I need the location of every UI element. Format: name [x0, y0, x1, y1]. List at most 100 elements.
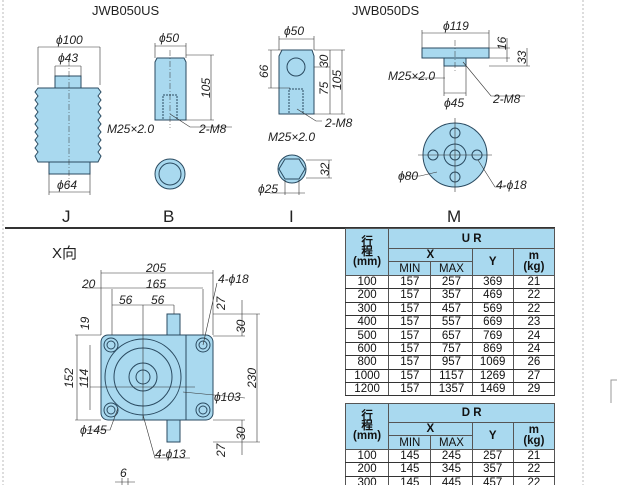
table-cell: 157 [388, 301, 432, 316]
b-length: 105 [199, 78, 213, 98]
part-i-label: I [289, 207, 294, 226]
table-cell: 1069 [471, 355, 514, 370]
max-header: MAX [430, 435, 473, 450]
table-cell: 24 [512, 341, 556, 357]
m-thread: M25×2.0 [388, 69, 435, 83]
part-b-label: B [163, 207, 174, 226]
table-cell: 27 [512, 368, 556, 383]
dim-114: 114 [77, 369, 91, 388]
table-cell: 24 [512, 328, 556, 343]
table-cell: 245 [430, 448, 473, 464]
m-diameter: ϕ119 [443, 19, 469, 33]
m-thickness-33: 33 [515, 50, 529, 64]
table-cell: 145 [388, 475, 432, 485]
table-cell: 21 [512, 448, 556, 464]
table-title: U R [388, 228, 555, 249]
table-cell: 22 [512, 462, 556, 477]
dim-30-top: 30 [234, 319, 248, 333]
stroke-header-line: 程 [361, 420, 373, 433]
model-us-title: JWB050US [92, 3, 160, 18]
table-cell: 257 [471, 448, 514, 464]
table-cell: 23 [512, 314, 556, 330]
part-b-drawing [154, 43, 232, 190]
mass-unit: (kg) [523, 434, 545, 447]
table-cell: 469 [471, 288, 514, 303]
table-cell: 1000 [344, 368, 390, 383]
table-cell: 22 [512, 288, 556, 303]
stroke-header: 行程(mm) [344, 228, 390, 276]
x-view-title: X向 [52, 245, 77, 262]
table-cell: 569 [471, 301, 514, 316]
table-cell: 157 [388, 381, 432, 397]
table-cell: 200 [344, 462, 390, 477]
table-title: D R [388, 403, 555, 423]
m-boss-diameter: ϕ45 [444, 96, 464, 110]
j-inner-diameter: ϕ43 [58, 51, 78, 65]
mass-symbol: m [528, 423, 539, 436]
dim-30-bottom: 30 [234, 426, 248, 440]
i-thread: M25×2.0 [268, 130, 315, 144]
table-cell: 200 [344, 288, 390, 303]
stroke-header-line: 程 [361, 245, 373, 258]
table-cell: 1200 [344, 381, 390, 397]
mass-symbol: m [528, 249, 539, 262]
table-cell: 357 [471, 462, 514, 477]
table-cell: 100 [344, 448, 390, 464]
table-cell: 657 [430, 328, 473, 343]
max-header: MAX [430, 261, 473, 276]
table-cell: 769 [471, 328, 514, 343]
top-holes: 4-ϕ18 [218, 272, 249, 286]
dim-27-bottom: 27 [214, 442, 228, 458]
table-cell: 257 [430, 274, 473, 290]
table-cell: 1469 [471, 381, 514, 397]
table-cell: 157 [388, 274, 432, 290]
model-ds-title: JWB050DS [352, 3, 420, 18]
dim-103: ϕ103 [214, 390, 241, 404]
dim-205: 205 [145, 261, 166, 275]
y-header: Y [471, 422, 514, 450]
table-cell: 300 [344, 301, 390, 316]
stroke-header-unit: (mm) [353, 255, 382, 268]
table-cell: 457 [430, 301, 473, 316]
dim-145: ϕ145 [80, 423, 107, 437]
table-cell: 100 [344, 274, 390, 290]
i-height-75: 75 [317, 81, 331, 95]
part-m-label: M [447, 207, 461, 226]
i-height-30: 30 [317, 54, 331, 68]
table-cell: 157 [388, 341, 432, 357]
table-cell: 157 [388, 355, 432, 370]
i-width: 32 [318, 162, 332, 176]
dim-152: 152 [62, 368, 76, 388]
i-height-66: 66 [257, 64, 271, 78]
table-cell: 145 [388, 448, 432, 464]
table-cell: 1157 [430, 368, 473, 383]
mass-header: m(kg) [512, 422, 556, 450]
table-cell: 557 [430, 314, 473, 330]
table-cell: 22 [512, 301, 556, 316]
stroke-header-line: 行 [361, 235, 373, 248]
table-cell: 157 [388, 288, 432, 303]
dim-20: 20 [81, 277, 96, 291]
table-cell: 21 [512, 274, 556, 290]
b-diameter: ϕ50 [159, 31, 179, 45]
dim-6-arrow [115, 478, 135, 485]
m-pcd: ϕ80 [398, 169, 418, 183]
table-cell: 500 [344, 328, 390, 343]
i-height-105: 105 [330, 70, 344, 90]
part-j-label: J [62, 207, 71, 226]
gearbox-drawing [75, 270, 260, 459]
table-cell: 1357 [430, 381, 473, 397]
table-cell: 457 [471, 475, 514, 485]
stroke-header-line: 行 [361, 410, 373, 423]
m-bolt: 2-M8 [492, 92, 521, 106]
table-cell: 1269 [471, 368, 514, 383]
